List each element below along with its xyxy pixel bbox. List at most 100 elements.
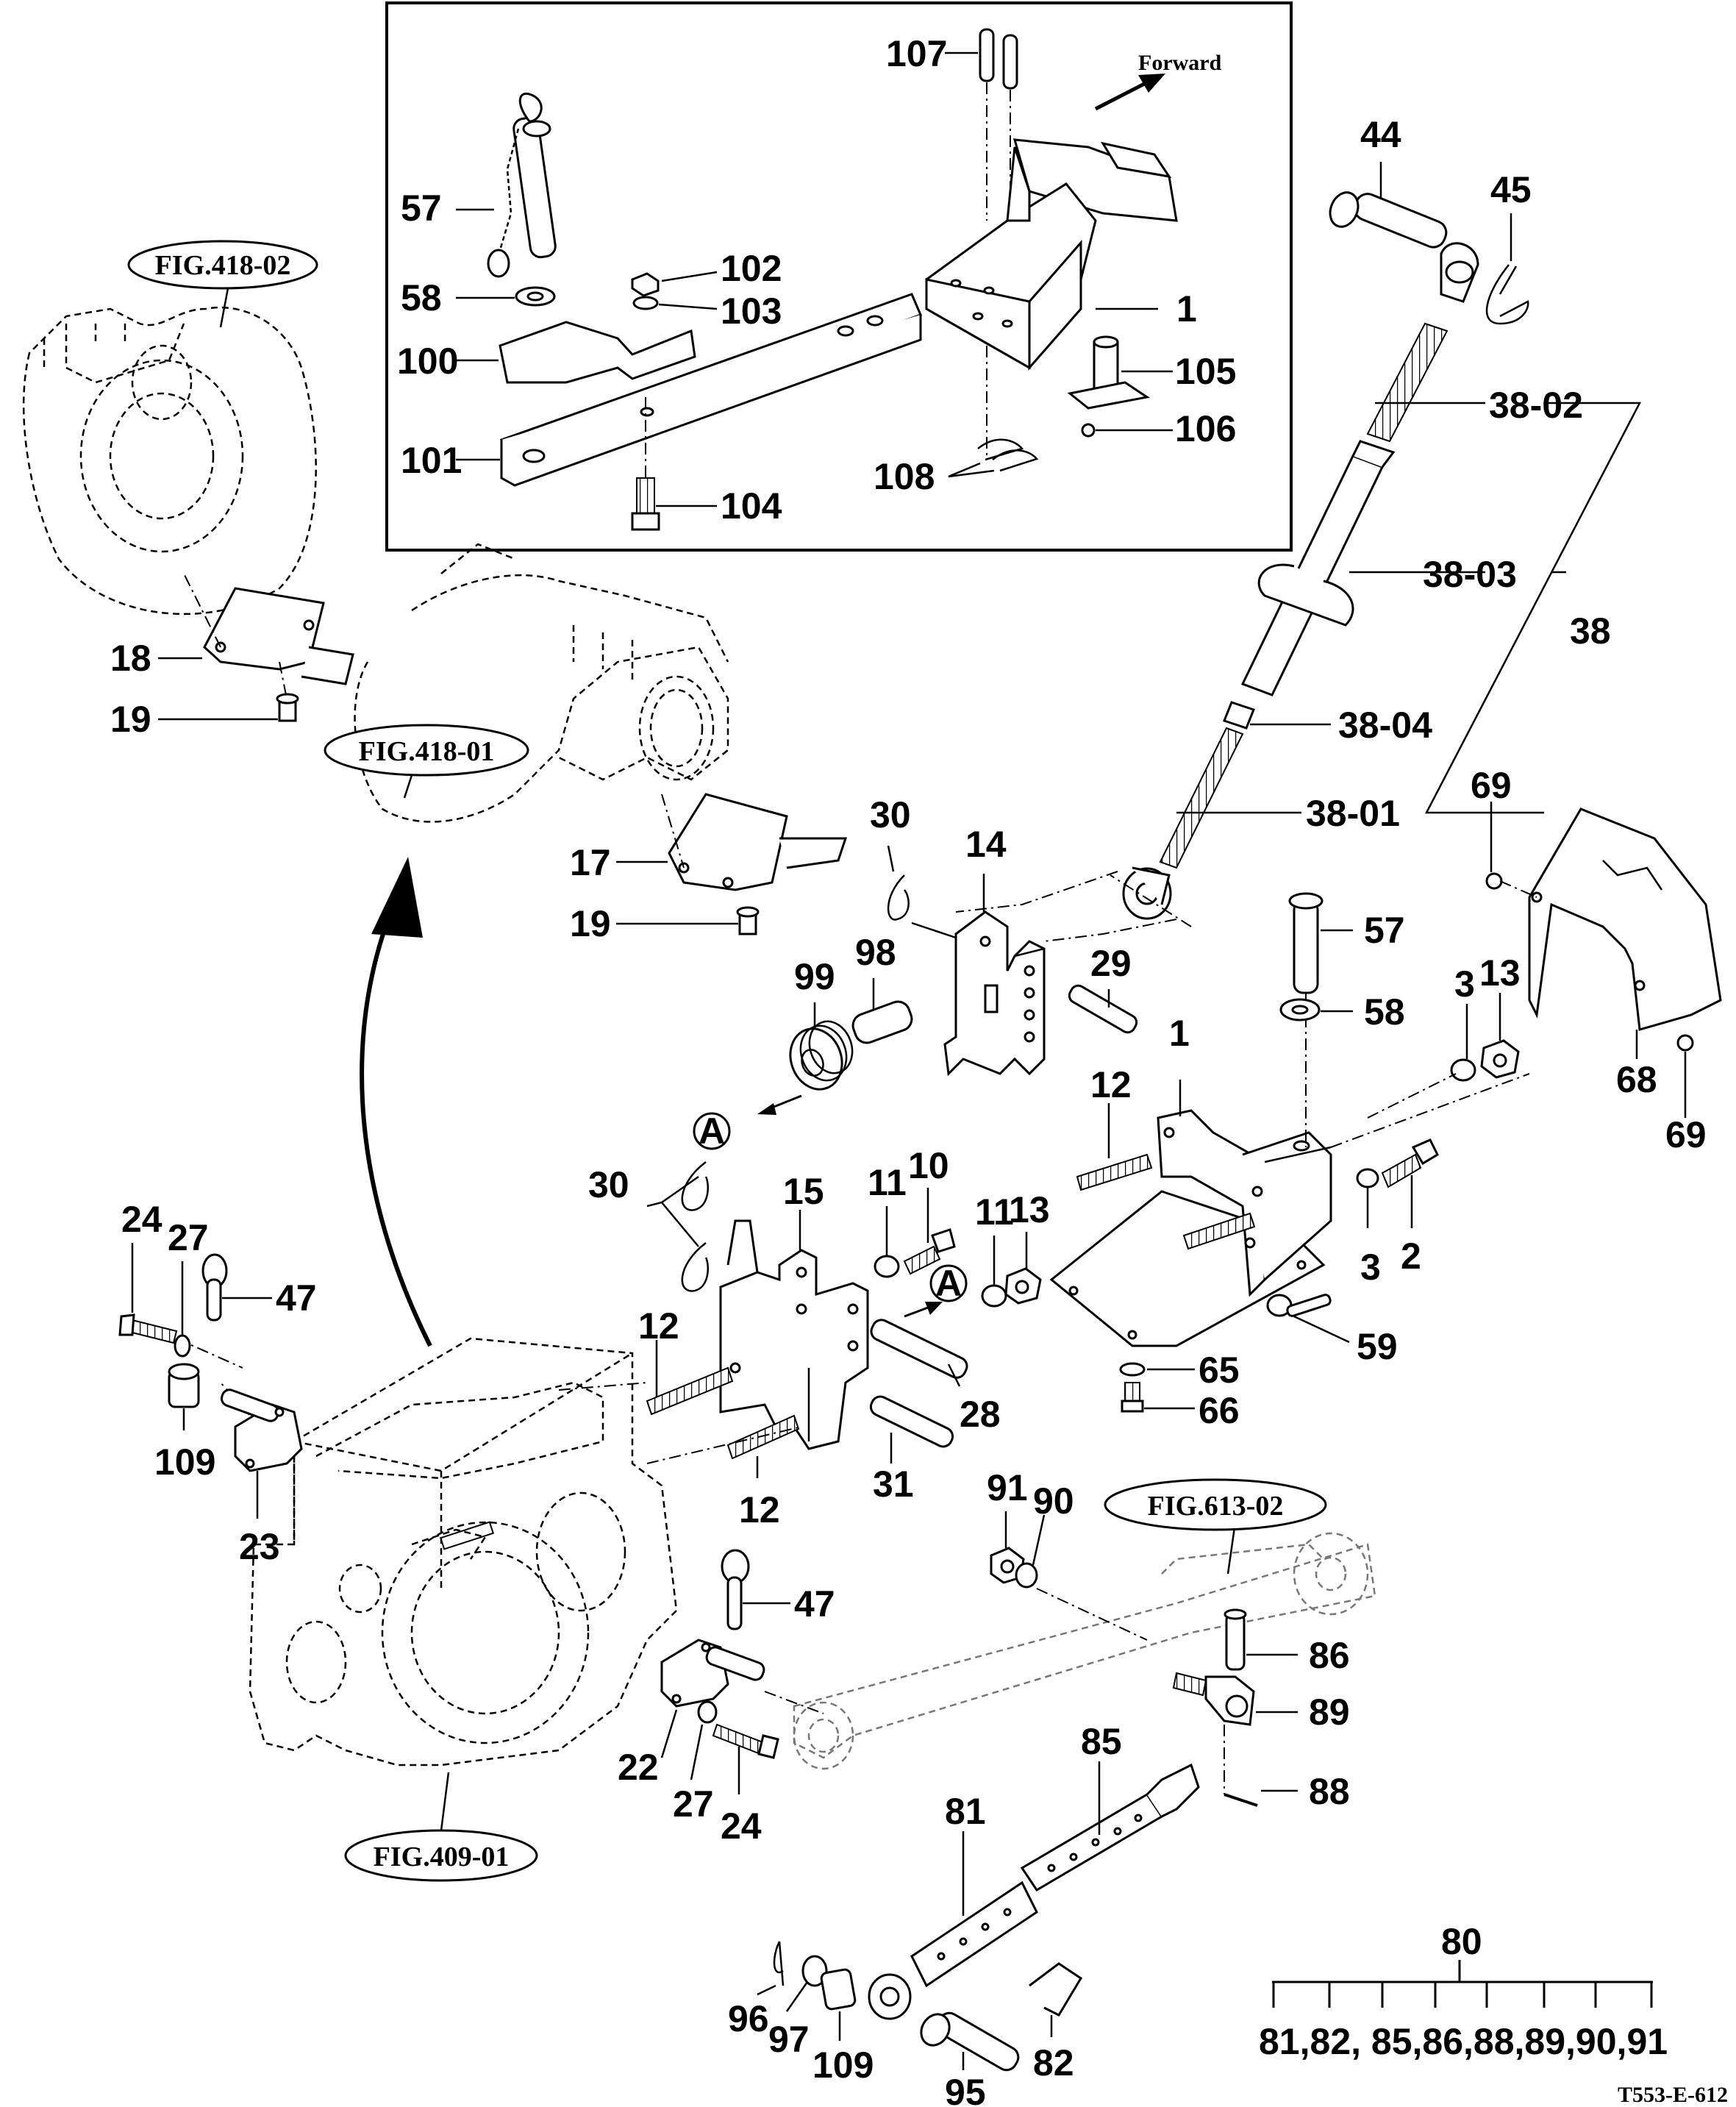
label-88: 88 (1309, 1771, 1350, 1812)
label-69-top: 69 (1471, 765, 1512, 806)
part-98-sleeve (851, 1000, 913, 1044)
label-96: 96 (728, 1998, 769, 2039)
part-103-washer (632, 296, 659, 310)
label-103: 103 (721, 290, 782, 332)
part-86-pin (1224, 1608, 1247, 1671)
label-57-inset: 57 (401, 188, 442, 229)
label-91: 91 (987, 1467, 1028, 1508)
part-15-bracket (719, 1219, 869, 1450)
callout-a-top-label: A (699, 1110, 725, 1152)
label-30-lower: 30 (588, 1164, 629, 1205)
ref-fig-409-01-label: FIG.409-01 (374, 1842, 510, 1872)
part-109-bushing-right (820, 1968, 857, 2011)
label-80: 80 (1441, 1921, 1482, 1962)
label-109-right: 109 (812, 2044, 874, 2086)
part-31-pin (869, 1395, 954, 1448)
label-82: 82 (1033, 2042, 1074, 2083)
ref-fig-613-02-label: FIG.613-02 (1148, 1491, 1284, 1522)
label-45: 45 (1490, 169, 1532, 210)
part-13-nut-upper (1480, 1039, 1520, 1079)
label-100: 100 (397, 341, 458, 382)
label-107: 107 (886, 33, 947, 74)
label-1-lower: 1 (1169, 1013, 1190, 1054)
label-23: 23 (239, 1526, 280, 1567)
part-81-lift-rod (868, 1880, 1038, 2020)
label-57-lower: 57 (1364, 910, 1405, 951)
label-38: 38 (1570, 610, 1611, 652)
housing-fig-418-01 (354, 543, 729, 823)
part-69-bolt-bottom (1676, 1034, 1694, 1052)
drawing-code: T553-E-612 (1618, 2083, 1728, 2107)
callout-a-lower (904, 1264, 968, 1318)
part-19-bolt-mid (736, 906, 760, 935)
part-68-cover (1528, 807, 1722, 1031)
label-38-04: 38-04 (1338, 705, 1432, 746)
part-1-main-bracket (1049, 1109, 1332, 1347)
part-65-washer (1119, 1362, 1146, 1377)
part-58-washer-lower (1279, 998, 1321, 1022)
label-85: 85 (1081, 1721, 1122, 1762)
label-18: 18 (110, 638, 151, 679)
part-44-pin (1329, 191, 1448, 249)
label-27-left: 27 (168, 1217, 209, 1258)
part-18-plate (183, 573, 354, 699)
label-17: 17 (570, 842, 611, 883)
part-30-clip-lower (681, 1161, 709, 1292)
part-30-clip-top (887, 874, 910, 921)
part-1-hitch-bracket (925, 138, 1178, 371)
callout-a-lower-label: A (935, 1263, 962, 1304)
part-57-pin-chain (487, 93, 557, 278)
ref-fig-613-02 (1104, 1478, 1327, 1531)
kit-80-bracket (1272, 1960, 1653, 2008)
part-11-washer-right (981, 1284, 1007, 1308)
part-22-pivot-bracket (660, 1639, 765, 1708)
label-24-left: 24 (121, 1199, 162, 1240)
part-10-bolt (903, 1228, 956, 1275)
part-27-washer-left (174, 1334, 191, 1358)
label-1-inset: 1 (1176, 288, 1197, 329)
part-107-pins (979, 28, 1018, 221)
part-88-cotter-pin (1224, 1793, 1258, 1807)
part-3-washer-lower (1356, 1168, 1379, 1188)
label-10: 10 (908, 1145, 949, 1186)
label-38-01: 38-01 (1306, 793, 1400, 834)
part-14-bracket (911, 910, 1046, 1077)
part-59-lynch-pin (1266, 1294, 1332, 1317)
label-3-upper: 3 (1454, 963, 1475, 1005)
label-2: 2 (1401, 1236, 1421, 1277)
part-108-clips (977, 438, 1039, 472)
housing-fig-418-02 (22, 306, 317, 615)
label-69-bottom: 69 (1665, 1114, 1707, 1155)
label-97: 97 (768, 2019, 810, 2060)
part-23-pivot-bracket (220, 1388, 303, 1472)
label-86: 86 (1309, 1635, 1350, 1676)
part-69-bolt-top (1485, 872, 1503, 890)
part-12-stud-left (646, 1366, 800, 1460)
label-81: 81 (945, 1791, 986, 1832)
part-89-yoke (1172, 1672, 1255, 1726)
label-12-lower: 12 (739, 1489, 780, 1530)
label-68: 68 (1616, 1059, 1657, 1100)
label-24-right: 24 (721, 1805, 762, 1847)
label-11-left: 11 (868, 1162, 907, 1203)
part-101-drawbar (499, 293, 923, 487)
part-12-stud-right (1076, 1153, 1256, 1250)
label-12-upper: 12 (1090, 1064, 1132, 1105)
callout-a-top (693, 1094, 802, 1150)
label-80-components: 81,82, 85,86,88,89,90,91 (1259, 2021, 1668, 2062)
part-13-nut-lower (1004, 1267, 1042, 1305)
label-22: 22 (618, 1747, 659, 1788)
label-3-lower: 3 (1360, 1247, 1381, 1288)
forward-label: Forward (1138, 51, 1222, 75)
label-65: 65 (1199, 1350, 1240, 1391)
part-104-bolt (631, 397, 660, 531)
part-17-plate (661, 793, 848, 891)
label-28: 28 (960, 1394, 1001, 1435)
part-106-bolt (1081, 423, 1096, 438)
part-19-bolt-top (276, 693, 299, 722)
part-28-pin (870, 1319, 968, 1379)
part-82-clip (1029, 1962, 1083, 2017)
label-58-lower: 58 (1364, 991, 1405, 1033)
label-27-right: 27 (673, 1783, 714, 1825)
